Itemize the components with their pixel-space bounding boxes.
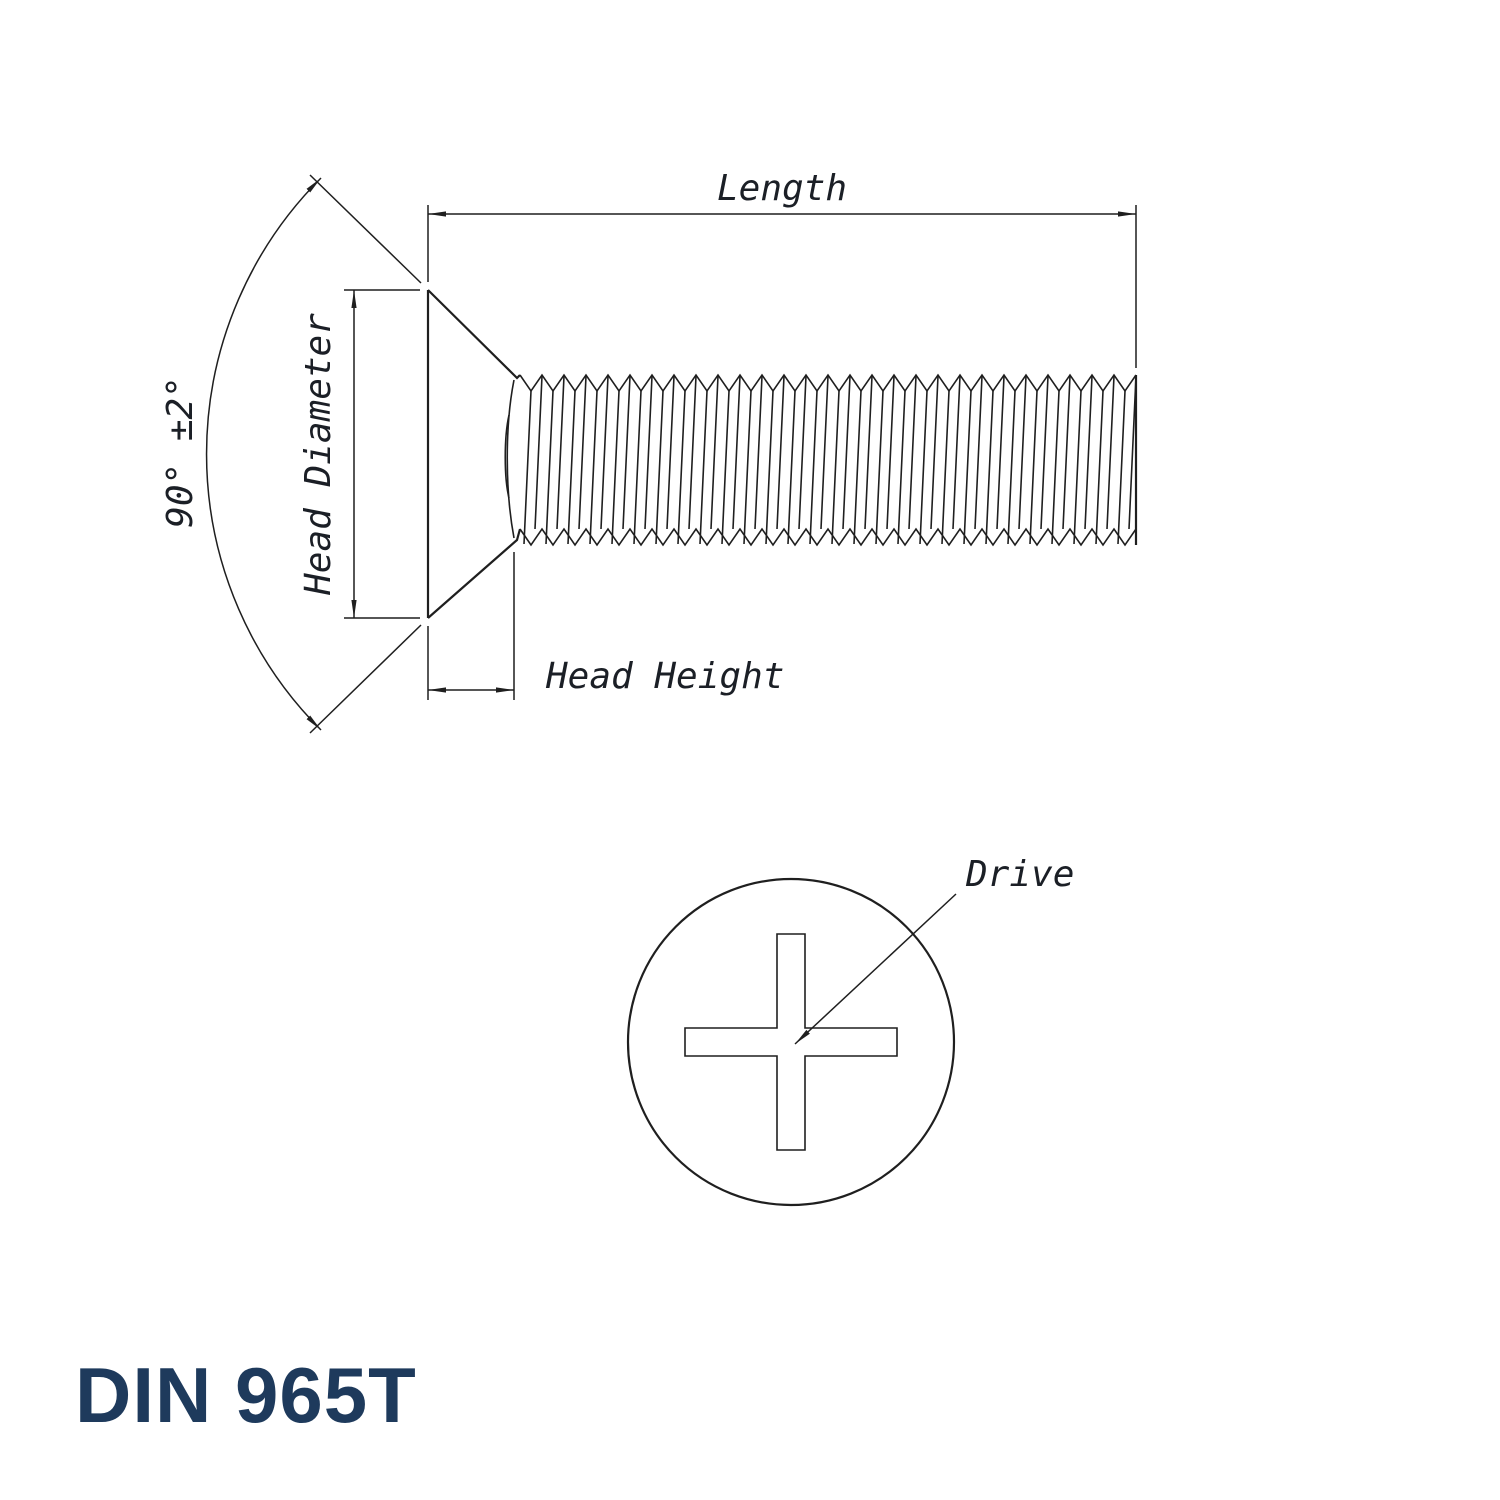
length-label: Length <box>717 168 847 209</box>
thread-runout-curve-outer <box>506 379 515 539</box>
head-height-label: Head Height <box>545 656 784 697</box>
drive-view: Drive <box>626 854 1074 1207</box>
threaded-shaft <box>519 373 1138 547</box>
drive-label: Drive <box>965 854 1074 895</box>
length-dimension: Length <box>427 168 1137 368</box>
thread-profile-bottom <box>519 527 1137 547</box>
head-diameter-label: Head Diameter <box>298 313 339 596</box>
angle-arc <box>205 177 322 731</box>
head-cone-top <box>427 289 521 380</box>
head-cone-bottom <box>427 528 522 619</box>
thread-flank-lines <box>523 375 1137 545</box>
side-view <box>426 289 1138 619</box>
thread-profile-top <box>519 373 1137 393</box>
thread-runout-curve-inner <box>504 414 510 499</box>
drive-leader-line <box>794 893 957 1045</box>
dimensions: Length Head Diameter 90° ±2° <box>160 168 1137 734</box>
page-title: DIN 965T <box>75 1351 417 1439</box>
head-circle <box>626 877 956 1207</box>
phillips-cross-recess <box>684 933 898 1151</box>
angle-dimension: 90° ±2° <box>160 174 422 734</box>
angle-ext-bottom <box>309 624 422 734</box>
head-height-dimension: Head Height <box>427 552 784 700</box>
head-diameter-dimension: Head Diameter <box>298 289 420 619</box>
screw-head <box>426 289 522 619</box>
angle-label: 90° ±2° <box>160 376 201 528</box>
angle-ext-top <box>309 174 422 284</box>
